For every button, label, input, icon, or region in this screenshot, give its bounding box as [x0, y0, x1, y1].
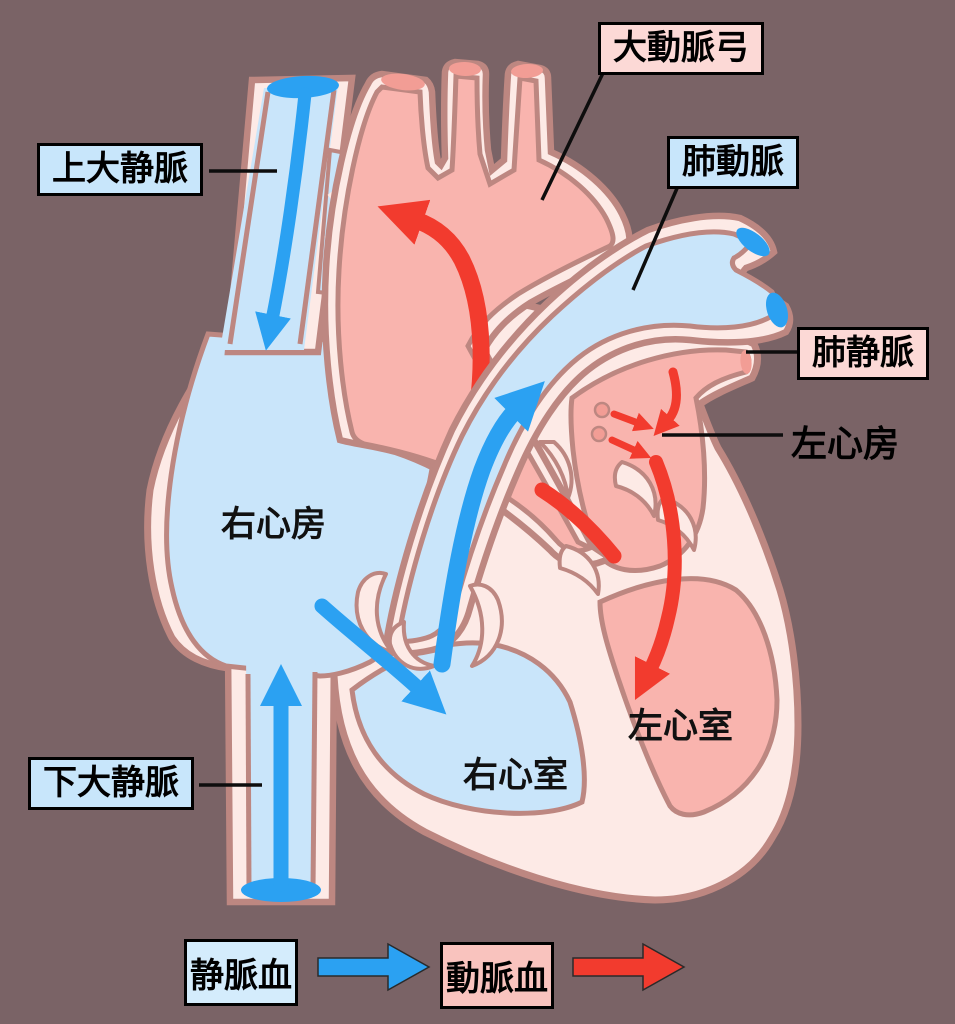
- left-ventricle-label: 左心室: [628, 707, 734, 746]
- mitral-leaflet: [557, 544, 601, 596]
- pulmonary-vein-stump: [593, 401, 611, 419]
- right-ventricle-label: 右心室: [463, 756, 569, 795]
- legend-venous-blood: 静脈血: [184, 939, 298, 1006]
- right-atrium-label: 右心房: [221, 505, 327, 544]
- svc-flow-arrow: [255, 87, 312, 351]
- tricuspid-leaflet: [468, 582, 504, 668]
- pulmonary-artery-pointer-line: [631, 185, 680, 291]
- svc-cut-surface: [267, 75, 339, 99]
- inferior-vena-cava-callout: 下大静脈: [28, 757, 194, 811]
- ivc-inner-wall-line: [310, 671, 318, 891]
- pulmonary-vein-inflow-arrow: [610, 410, 654, 432]
- pulmonary-vein-cut-surface: [740, 350, 752, 374]
- tricuspid-flow-arrow: [314, 598, 447, 715]
- pulmonary-artery-callout: 肺動脈: [667, 136, 799, 190]
- pulmonary-vein-callout: 肺静脈: [797, 327, 929, 381]
- svc-inner-wall-line: [227, 91, 271, 345]
- aortic-arch-pointer-line: [540, 72, 605, 201]
- aortic-arch-callout: 大動脈弓: [598, 22, 764, 76]
- legend-arterial-blood: 動脈血: [440, 942, 554, 1009]
- pulmonary-flow-arrow: [433, 381, 545, 673]
- aortic-valve-cusp: [612, 460, 658, 518]
- ivc-inner-wall-line: [245, 673, 252, 891]
- mitral-flow-arrow: [634, 455, 682, 701]
- atrial-wall-curl: [538, 440, 574, 500]
- arterial-blood-arrow-icon: [572, 942, 686, 992]
- aorta-branch-cut-surface: [511, 63, 543, 79]
- left-ventricle-region: [597, 576, 780, 818]
- aorta-cut-surface: [381, 73, 425, 91]
- svc-inner-wall-line: [297, 89, 337, 345]
- pulmonary-valve-cusp: [387, 620, 436, 671]
- pulmonary-vein-stump: [590, 425, 608, 443]
- venous-blood-arrow-icon: [317, 942, 431, 992]
- pulmonary-vein-inflow-arrow: [608, 436, 652, 459]
- pulmonary-artery-lumen: [395, 229, 778, 644]
- pulmonary-vein-inflow-arrow: [653, 367, 681, 437]
- aortic-outflow-arrow-tail: [534, 482, 622, 564]
- aorta-branch-cut-surface: [449, 61, 481, 77]
- pa-branch-cut-surface: [765, 292, 789, 328]
- left-atrium-label: 左心房: [791, 423, 900, 464]
- pointer-lines: [199, 72, 797, 787]
- superior-vena-cava-callout: 上大静脈: [37, 143, 203, 197]
- pa-branch-cut-surface: [736, 227, 770, 257]
